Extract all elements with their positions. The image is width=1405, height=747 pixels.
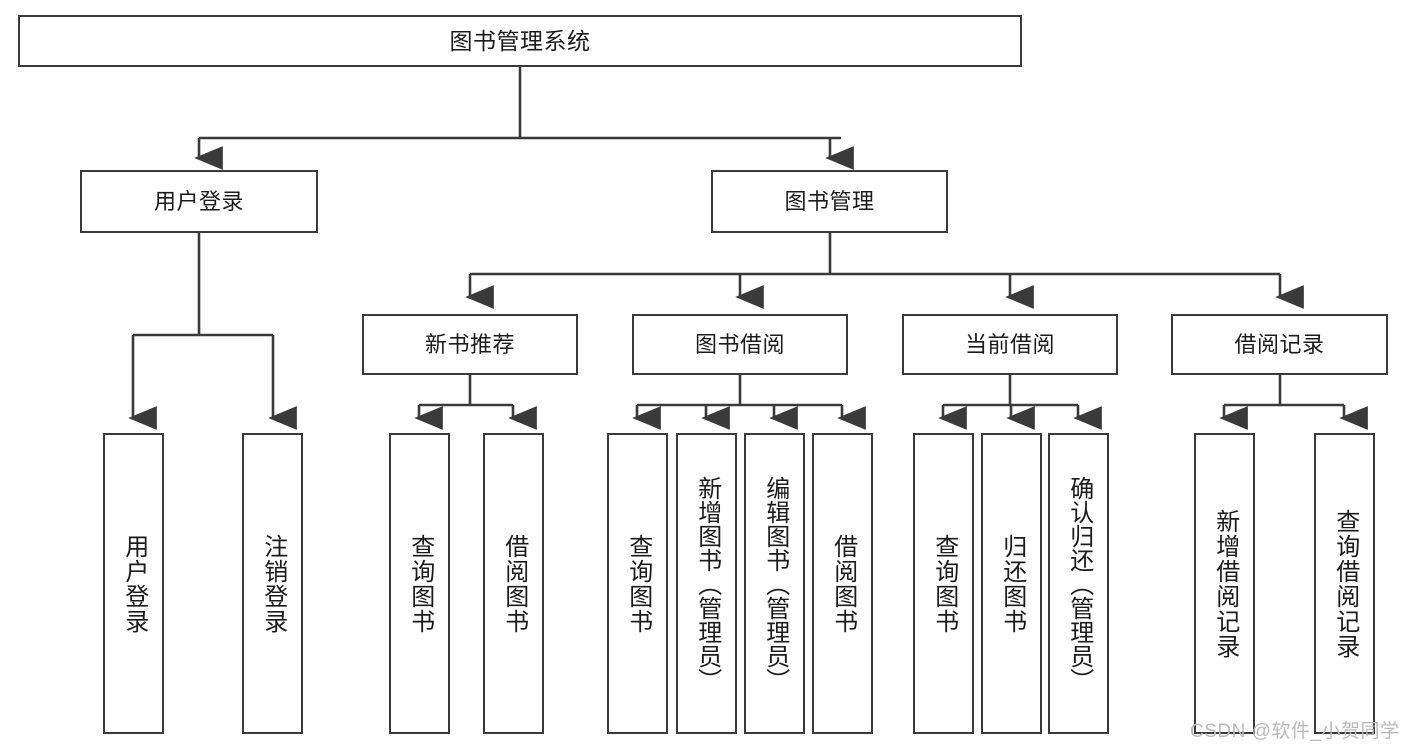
leaf-confirm-return[interactable]: 确认归还（管理员） xyxy=(1048,433,1109,734)
leaf-confirm-return-label: 确认归还（管理员） xyxy=(1065,475,1093,692)
node-current-borrow-label: 当前借阅 xyxy=(964,331,1055,357)
watermark: CSDN @软件_小贺同学 xyxy=(1190,721,1400,742)
leaf-edit-book-label: 编辑图书（管理员） xyxy=(761,475,789,692)
leaf-add-record[interactable]: 新增借阅记录 xyxy=(1194,433,1255,734)
leaf-borrow-book-1-label: 借阅图书 xyxy=(500,533,528,634)
node-root-label: 图书管理系统 xyxy=(449,27,591,54)
leaf-add-book[interactable]: 新增图书（管理员） xyxy=(676,433,737,734)
node-borrow-record[interactable]: 借阅记录 xyxy=(1171,314,1388,375)
leaf-query-book-2[interactable]: 查询图书 xyxy=(607,433,668,734)
leaf-edit-book[interactable]: 编辑图书（管理员） xyxy=(744,433,805,734)
node-borrow-record-label: 借阅记录 xyxy=(1234,331,1325,357)
leaf-logout[interactable]: 注销登录 xyxy=(242,433,303,734)
leaf-query-book-3[interactable]: 查询图书 xyxy=(913,433,974,734)
leaf-logout-label: 注销登录 xyxy=(259,533,287,634)
node-book-manage[interactable]: 图书管理 xyxy=(711,170,948,233)
node-book-manage-label: 图书管理 xyxy=(784,188,875,214)
leaf-user-login[interactable]: 用户登录 xyxy=(103,433,164,734)
node-user-login-label: 用户登录 xyxy=(153,188,244,214)
node-current-borrow[interactable]: 当前借阅 xyxy=(902,314,1118,375)
node-new-book-rec[interactable]: 新书推荐 xyxy=(362,314,578,375)
leaf-borrow-book-1[interactable]: 借阅图书 xyxy=(483,433,544,734)
leaf-query-book-1[interactable]: 查询图书 xyxy=(389,433,450,734)
leaf-add-record-label: 新增借阅记录 xyxy=(1211,508,1239,659)
leaf-query-book-1-label: 查询图书 xyxy=(406,533,434,634)
node-root[interactable]: 图书管理系统 xyxy=(18,15,1022,67)
node-new-book-rec-label: 新书推荐 xyxy=(424,331,515,357)
leaf-return-book[interactable]: 归还图书 xyxy=(981,433,1042,734)
leaf-borrow-book-2[interactable]: 借阅图书 xyxy=(812,433,873,734)
node-user-login[interactable]: 用户登录 xyxy=(80,170,318,233)
node-book-borrow-label: 图书借阅 xyxy=(694,331,785,357)
leaf-query-record[interactable]: 查询借阅记录 xyxy=(1314,433,1375,734)
leaf-return-book-label: 归还图书 xyxy=(998,533,1026,634)
leaf-add-book-label: 新增图书（管理员） xyxy=(693,475,721,692)
leaf-query-book-2-label: 查询图书 xyxy=(624,533,652,634)
leaf-query-book-3-label: 查询图书 xyxy=(930,533,958,634)
leaf-query-record-label: 查询借阅记录 xyxy=(1331,508,1359,659)
node-book-borrow[interactable]: 图书借阅 xyxy=(632,314,848,375)
leaf-borrow-book-2-label: 借阅图书 xyxy=(829,533,857,634)
leaf-user-login-label: 用户登录 xyxy=(120,533,148,634)
